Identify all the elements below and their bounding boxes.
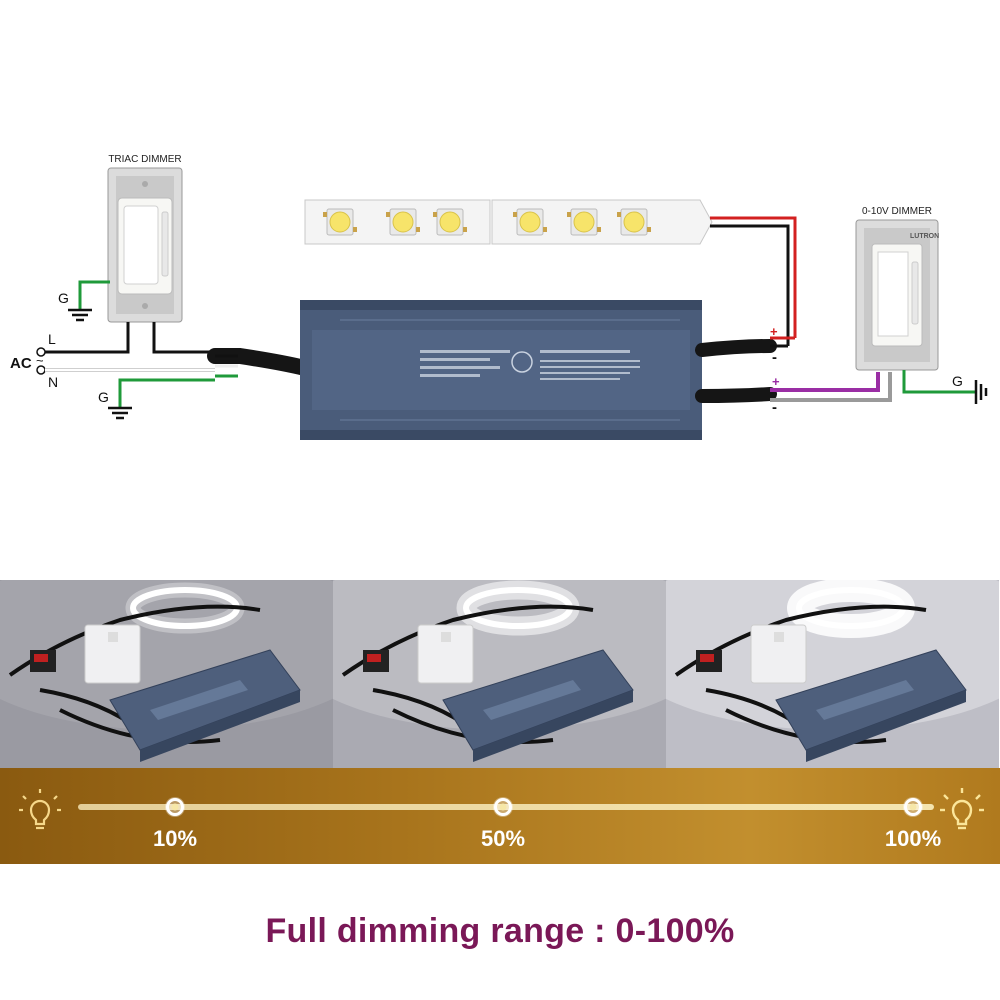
brightness-photo <box>333 580 666 768</box>
neutral-label: N <box>48 374 58 390</box>
line-label: L <box>48 331 56 347</box>
led-strip <box>304 199 713 245</box>
slider-knob <box>165 797 185 817</box>
bulb-dim-icon <box>19 789 61 830</box>
ground-label-input: G <box>98 389 109 405</box>
minus-sign-output: - <box>772 349 777 366</box>
ac-label: AC <box>10 355 32 372</box>
led-chip <box>323 208 357 236</box>
ground-label-triac: G <box>58 290 69 306</box>
triac-ground <box>68 280 110 322</box>
brightness-photos <box>0 580 1000 768</box>
ground-label-dimmer: G <box>952 373 963 389</box>
led-chip <box>567 208 601 236</box>
dimmer-010-title: 0-10V DIMMER <box>862 206 932 217</box>
led-chip <box>386 208 420 236</box>
triac-dimmer <box>107 167 183 323</box>
dimmer-010v <box>855 219 939 371</box>
slider-knob <box>493 797 513 817</box>
percent-label: 50% <box>480 826 526 851</box>
led-chip <box>617 208 651 236</box>
led-chip <box>433 208 467 236</box>
plus-sign-output: + <box>770 324 778 339</box>
ac-symbol: ~ <box>36 353 44 368</box>
range-slider <box>19 788 984 830</box>
bulb-bright-icon <box>940 788 984 830</box>
triac-dimmer-title: TRIAC DIMMER <box>108 154 181 165</box>
wiring-diagram: TRIAC DIMMER G AC ~ L N G <box>10 154 988 440</box>
lutron-logo: LUTRON <box>910 233 939 240</box>
percent-label: 10% <box>152 826 198 851</box>
dimmer-ground <box>902 370 988 404</box>
brightness-photo <box>0 580 333 768</box>
minus-sign-dim: - <box>772 399 777 416</box>
brightness-photo <box>666 580 999 768</box>
led-chip <box>513 208 547 236</box>
percent-label: 100% <box>884 826 942 851</box>
plus-sign-dim: + <box>772 374 780 389</box>
slider-knob <box>903 797 923 817</box>
caption: Full dimming range : 0-100% <box>265 912 735 950</box>
led-driver <box>300 300 702 440</box>
dimming-range-bar: 10% 50% 100% <box>0 768 1000 864</box>
input-ground <box>108 378 215 420</box>
